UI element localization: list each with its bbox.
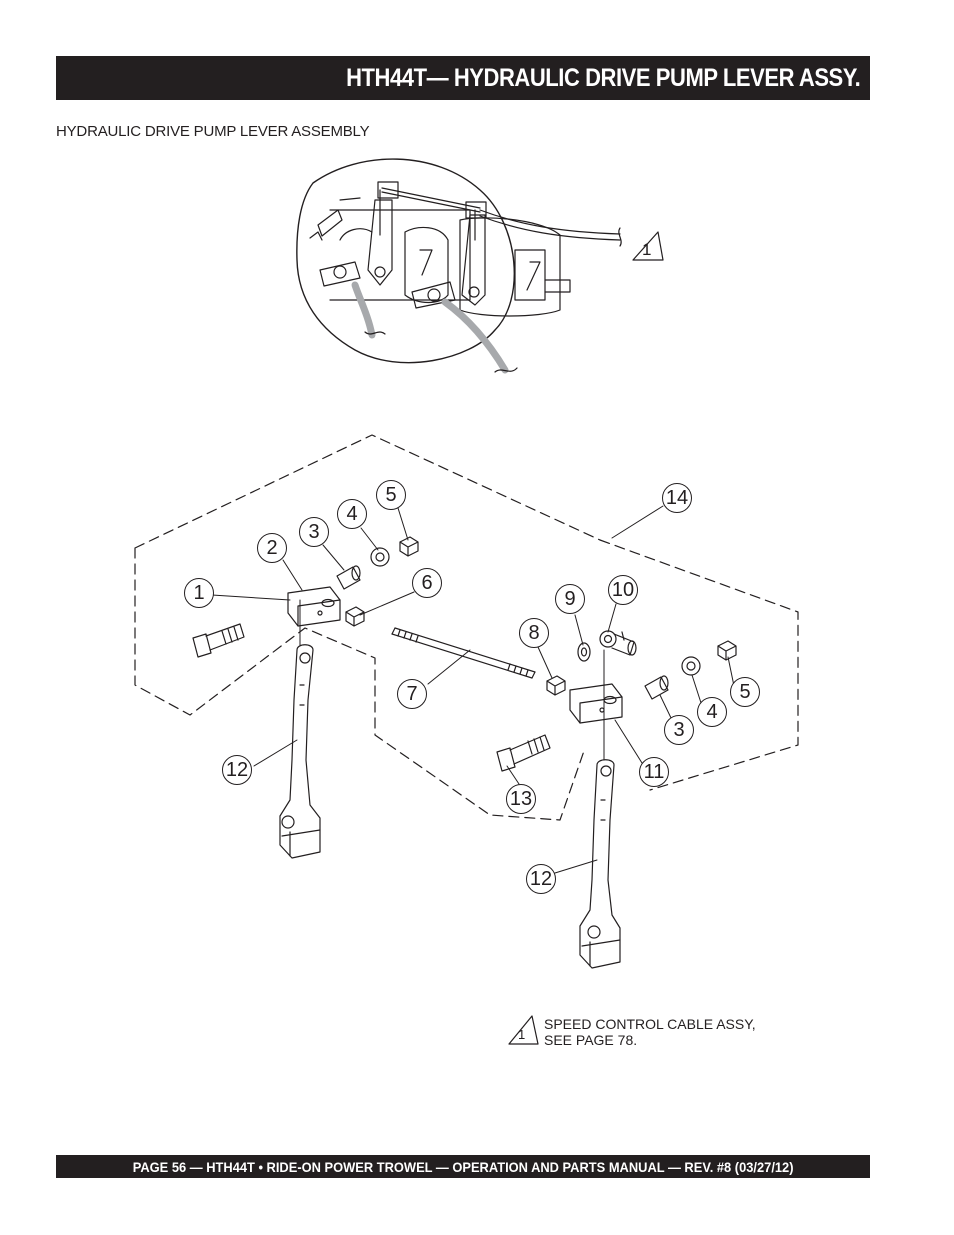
callout-4-right: 4 [697, 697, 727, 727]
callout-3-right: 3 [664, 715, 694, 745]
assembly-envelope-left [134, 434, 601, 821]
washer-left [370, 547, 390, 567]
nut-left [399, 536, 419, 557]
callout-5: 5 [376, 480, 406, 510]
callout-4: 4 [337, 499, 367, 529]
pivot-block-right [569, 683, 623, 724]
lever-right [579, 759, 621, 969]
rod-end [599, 630, 637, 656]
callout-12-left: 12 [222, 755, 252, 785]
page-title-bar: HTH44T— HYDRAULIC DRIVE PUMP LEVER ASSY. [56, 56, 870, 100]
callout-3: 3 [299, 517, 329, 547]
warning-triangle-note [508, 1015, 539, 1045]
callout-11: 11 [639, 757, 669, 787]
callout-2: 2 [257, 533, 287, 563]
washer-9 [577, 642, 591, 662]
callout-7: 7 [397, 679, 427, 709]
page-title: HTH44T— HYDRAULIC DRIVE PUMP LEVER ASSY. [345, 63, 861, 92]
section-subtitle: HYDRAULIC DRIVE PUMP LEVER ASSEMBLY [56, 123, 370, 140]
callout-8: 8 [519, 618, 549, 648]
note-line-1: SPEED CONTROL CABLE ASSY, [544, 1016, 756, 1032]
inset-detail [296, 158, 622, 374]
assembly-envelope-right [599, 539, 799, 791]
nut-8 [546, 675, 566, 696]
leader-lines [211, 505, 735, 874]
speed-control-note: SPEED CONTROL CABLE ASSY, SEE PAGE 78. [544, 1016, 756, 1048]
callout-5-right: 5 [730, 677, 760, 707]
inset-note-marker: 1 [642, 240, 652, 259]
bolt-left [192, 623, 245, 658]
warning-triangle-inset [632, 231, 664, 261]
threaded-rod [391, 627, 536, 679]
bolt-13 [496, 734, 551, 772]
callout-10: 10 [608, 575, 638, 605]
callout-1: 1 [184, 578, 214, 608]
bushing-right [644, 675, 669, 700]
callout-14: 14 [662, 483, 692, 513]
note-line-2: SEE PAGE 78. [544, 1032, 638, 1048]
callout-12-right: 12 [526, 864, 556, 894]
callout-9: 9 [555, 584, 585, 614]
callout-6: 6 [412, 568, 442, 598]
page-footer-text: PAGE 56 — HTH44T • RIDE-ON POWER TROWEL … [132, 1158, 794, 1175]
nut-right [717, 640, 737, 661]
nut-6 [345, 606, 365, 627]
washer-right [681, 656, 701, 676]
bushing-left [336, 565, 361, 590]
pivot-block-left [287, 586, 341, 627]
lever-left [279, 644, 321, 859]
page-footer-bar: PAGE 56 — HTH44T • RIDE-ON POWER TROWEL … [56, 1155, 870, 1178]
note-marker: 1 [518, 1027, 526, 1042]
callout-13: 13 [506, 784, 536, 814]
